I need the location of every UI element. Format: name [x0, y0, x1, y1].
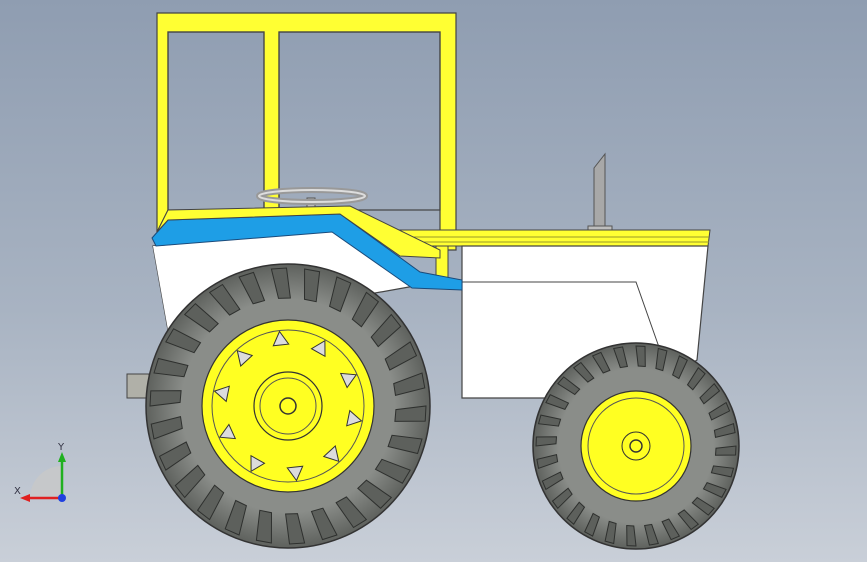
exhaust-pipe — [587, 152, 613, 233]
tire-lug — [335, 496, 368, 529]
tire-lug — [545, 394, 570, 411]
x-axis-label: X — [14, 486, 21, 497]
tire-lug — [149, 390, 182, 407]
tire-lug — [584, 512, 601, 537]
rim-hole — [218, 423, 237, 440]
tire-lug — [394, 405, 427, 422]
tire-lug — [557, 376, 581, 396]
tire-lug — [238, 271, 266, 305]
tire-lug — [370, 313, 402, 348]
tire-lug — [270, 267, 291, 299]
tire-lug — [714, 445, 737, 456]
rim-hole — [322, 445, 340, 463]
tire-lug — [566, 501, 586, 525]
tire-lug — [535, 436, 558, 447]
tire-lug — [541, 471, 564, 491]
rim-hole — [339, 372, 358, 389]
tire-lug — [708, 401, 731, 421]
tire-lug — [329, 276, 352, 313]
tire-lug — [613, 346, 629, 369]
cab-base — [156, 205, 441, 259]
rim-hole — [272, 330, 290, 347]
tire-lug — [303, 268, 321, 303]
front-wheel — [532, 342, 740, 550]
tire-lug — [255, 509, 273, 544]
rear-tire-treads — [149, 267, 427, 545]
tire-lug — [310, 507, 338, 541]
tire-lug — [150, 415, 183, 440]
tire-lug — [387, 434, 423, 455]
tire-lug — [691, 496, 715, 516]
tire-lug — [153, 357, 189, 378]
tire-lug — [551, 487, 573, 510]
rim-hole — [213, 385, 230, 403]
rim-hole — [286, 465, 304, 482]
tire-lug — [710, 465, 735, 478]
tire-lug — [285, 513, 306, 545]
tire-lug — [661, 518, 681, 541]
tire-lug — [351, 291, 380, 328]
tire-lug — [224, 499, 247, 536]
tire-lug — [702, 481, 727, 498]
tire-lug — [671, 355, 688, 380]
rear-hitch — [126, 373, 150, 399]
tire-lug — [572, 361, 595, 383]
axis-triad — [20, 452, 66, 502]
rim-hole — [236, 349, 254, 367]
tire-lug — [357, 479, 393, 509]
rear-rim-holes — [213, 330, 363, 482]
tire-lug — [604, 520, 617, 545]
tire-lug — [655, 347, 668, 372]
tire-lug — [393, 372, 426, 397]
tire-lug — [183, 303, 219, 333]
tire-lug — [208, 283, 241, 316]
z-axis-dot — [58, 494, 66, 502]
tire-lug — [536, 453, 559, 469]
rear-wheel — [145, 263, 431, 549]
rim-hole — [250, 454, 266, 473]
tire-lug — [677, 509, 700, 531]
tire-lug — [699, 382, 721, 405]
tire-lug — [591, 351, 611, 374]
rim-hole — [346, 409, 363, 427]
rim-hole — [310, 339, 326, 358]
tire-lug — [158, 441, 192, 471]
tire-lug — [713, 423, 736, 439]
tire-lug — [384, 341, 418, 371]
y-axis-label: Y — [58, 442, 65, 453]
hood-top — [379, 229, 711, 247]
tire-lug — [196, 484, 225, 521]
tire-lug — [643, 523, 659, 546]
tire-lug — [165, 328, 202, 354]
tire-lug — [174, 464, 206, 499]
tire-lug — [374, 458, 411, 484]
tire-lug — [537, 414, 562, 427]
front-tire-treads — [535, 345, 737, 547]
tire-lug — [626, 524, 637, 547]
tire-lug — [635, 345, 646, 368]
tire-lug — [686, 367, 706, 391]
